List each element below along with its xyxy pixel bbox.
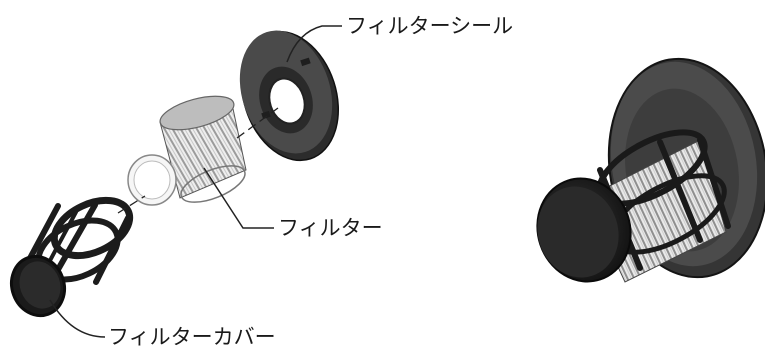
exploded-view: フィルターシール フィルター フィルターカバー	[10, 14, 513, 349]
filter-label: フィルター	[278, 216, 383, 240]
assembled-view	[536, 57, 765, 283]
filter-part	[127, 95, 247, 206]
filter-cover-part	[10, 196, 134, 318]
filter-seal-part	[239, 30, 340, 162]
filter-seal-label: フィルターシール	[346, 14, 513, 38]
assembly-axis-lines	[117, 107, 279, 214]
leader-lines	[49, 25, 342, 338]
filter-cover-label: フィルターカバー	[108, 325, 276, 349]
